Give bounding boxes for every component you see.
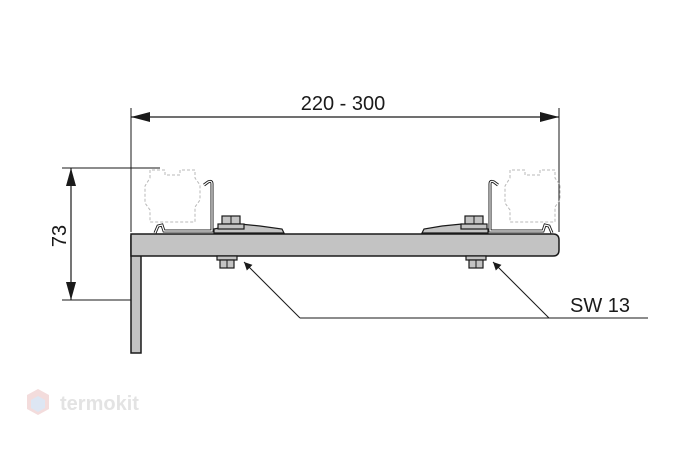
height-dimension: 73	[49, 167, 160, 301]
width-dimension: 220 - 300	[130, 93, 560, 232]
nut-top-left	[217, 215, 245, 230]
phantom-profile-left	[144, 169, 201, 223]
nut-bottom-left	[216, 255, 238, 269]
bracket-plate	[130, 233, 560, 257]
watermark-text: termokit	[60, 393, 139, 415]
nut-top-right	[460, 215, 488, 230]
wrench-size-leader: SW 13	[243, 261, 648, 319]
phantom-profile-right	[504, 169, 561, 223]
nut-bottom-right	[465, 255, 487, 269]
height-label: 73	[49, 225, 71, 247]
wrench-size-label: SW 13	[570, 295, 630, 317]
watermark: termokit	[27, 389, 139, 415]
hexagon-logo-icon	[27, 389, 49, 415]
width-range-label: 220 - 300	[301, 93, 386, 115]
